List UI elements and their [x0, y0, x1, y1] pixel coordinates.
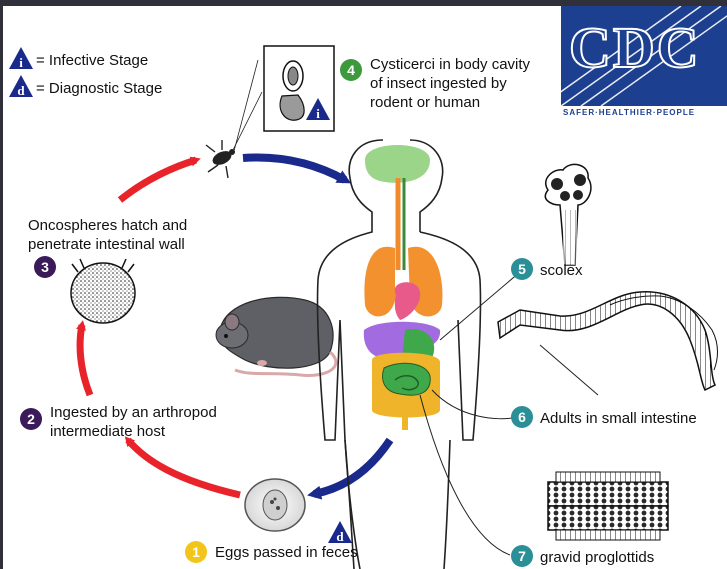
- cdc-logo-box: CDC: [561, 6, 727, 106]
- leader-line-worm: [540, 345, 598, 395]
- egg-marker-letter: d: [336, 529, 344, 544]
- egg-icon: [245, 479, 305, 531]
- leader-line-adults: [432, 390, 512, 419]
- cdc-logo: CDC SAFER·HEALTHIER·PEOPLE: [561, 6, 727, 106]
- stage-6-badge: 6: [511, 406, 533, 428]
- diagnostic-symbol-letter: d: [17, 83, 25, 98]
- stage-5-label: scolex: [540, 261, 583, 280]
- cysticerci-infective-marker: i: [305, 97, 331, 121]
- red-arrow-2: [80, 325, 90, 395]
- stage-7-label: gravid proglottids: [540, 548, 654, 567]
- stage-1-badge: 1: [185, 541, 207, 563]
- infective-symbol-letter: i: [19, 55, 23, 70]
- stage-4-label: Cysticerci in body cavity of insect inge…: [370, 55, 530, 112]
- legend-infective-label: = Infective Stage: [36, 51, 148, 70]
- stage-3-label: Oncospheres hatch and penetrate intestin…: [28, 216, 187, 254]
- cdc-tagline: SAFER·HEALTHIER·PEOPLE: [563, 108, 695, 117]
- blue-arrow-to-human: [243, 157, 345, 180]
- stage-4-badge: 4: [340, 59, 362, 81]
- human-figure: [317, 140, 480, 569]
- scolex-icon: [545, 164, 591, 265]
- cysticerci-marker-letter: i: [316, 106, 320, 121]
- stage-7-badge: 7: [511, 545, 533, 567]
- egg-diagnostic-marker: d: [327, 520, 353, 544]
- stage-5-badge: 5: [511, 258, 533, 280]
- stage-6-label: Adults in small intestine: [540, 409, 697, 428]
- blue-arrow-to-egg: [314, 440, 390, 494]
- red-arrow-3: [120, 160, 196, 200]
- stage-2-label: Ingested by an arthropod intermediate ho…: [50, 403, 217, 441]
- legend-diagnostic-label: = Diagnostic Stage: [36, 79, 162, 98]
- cdc-letters: CDC: [569, 14, 701, 81]
- stage-2-badge: 2: [20, 408, 42, 430]
- diagnostic-stage-symbol: d: [8, 74, 34, 98]
- proglottids-icon: [548, 472, 668, 540]
- stage-3-badge: 3: [34, 256, 56, 278]
- adult-worm-icon: [498, 292, 718, 390]
- stage-1-label: Eggs passed in feces: [215, 543, 358, 562]
- red-arrow-1: [128, 440, 240, 495]
- infective-stage-symbol: i: [8, 46, 34, 70]
- oncosphere-icon: [71, 259, 135, 323]
